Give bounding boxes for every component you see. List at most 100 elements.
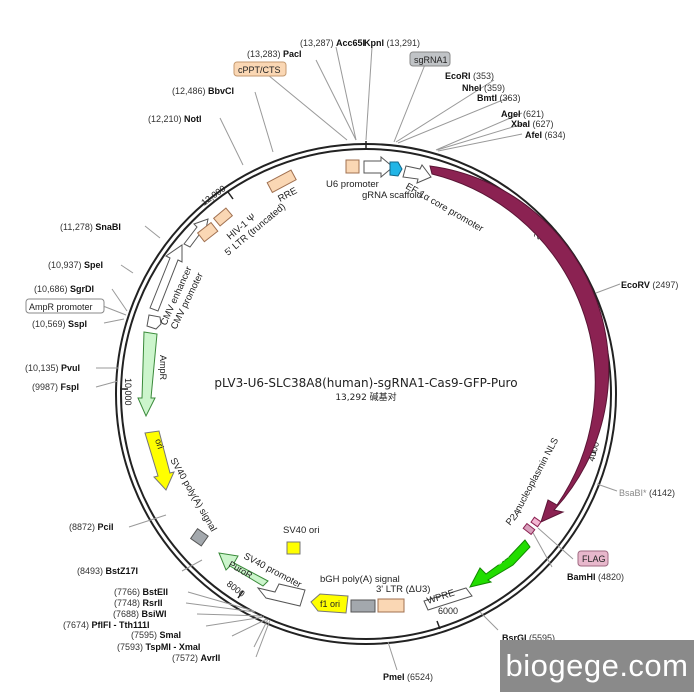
site-name-pflfi: PflFI - Tth111I <box>92 620 150 630</box>
site-label-pflfi: (7674) PflFI - Tth111I <box>63 620 150 630</box>
grna-scaffold-arrow <box>389 161 403 177</box>
site-position-bstz17i: (8493) <box>77 566 106 576</box>
ampr-arrow <box>137 331 158 418</box>
site-position-smai: (7595) <box>131 630 160 640</box>
f1-ori-arrow <box>310 593 349 614</box>
site-position-snabi: (11,278) <box>60 222 95 232</box>
site-name-bsteii: BstEII <box>143 587 169 597</box>
site-position-tspmi: (7593) <box>117 642 146 652</box>
site-label-agei: AgeI (621) <box>501 109 544 119</box>
site-label-paci: (13,283) PacI <box>247 49 302 59</box>
site-label-pvui: (10,135) PvuI <box>25 363 80 373</box>
site-position-bamhi: (4820) <box>596 572 625 582</box>
nls-label: nucleoplasmin NLS <box>513 436 561 513</box>
site-position-fspi: (9987) <box>32 382 61 392</box>
bgh-box <box>350 599 376 613</box>
site-label-bsiwi: (7688) BsiWI <box>113 609 167 619</box>
site-position-nhei: (359) <box>482 83 506 93</box>
site-label-rsrii: (7748) RsrII <box>114 598 163 608</box>
site-name-bmti: BmtI <box>477 93 497 103</box>
site-position-bsteii: (7766) <box>114 587 143 597</box>
ampr-promoter-tag <box>25 298 105 314</box>
site-name-rsrii: RsrII <box>143 598 163 608</box>
site-position-paci: (13,283) <box>247 49 283 59</box>
site-name-acc65i: Acc65I <box>336 38 365 48</box>
site-label-acc65i: (13,287) Acc65I <box>300 38 365 48</box>
site-label-avrii: (7572) AvrII <box>172 653 220 663</box>
cmv-enhancer-arrow <box>149 244 183 312</box>
site-name-afei: AfeI <box>525 130 542 140</box>
site-label-pmei: PmeI (6524) <box>383 672 433 682</box>
grna-label: gRNA scaffold <box>362 190 422 201</box>
site-label-bsrgi: BsrGI (5595) <box>502 633 555 643</box>
site-label-bbvci: (12,486) BbvCI <box>172 86 234 96</box>
site-name-pcii: PciI <box>98 522 114 532</box>
site-label-noti: (12,210) NotI <box>148 114 202 124</box>
flag-tag-text: FLAG <box>582 554 606 564</box>
site-position-noti: (12,210) <box>148 114 184 124</box>
site-label-bsabi: BsaBI* (4142) <box>619 488 675 498</box>
site-name-ecorv: EcoRV <box>621 280 650 290</box>
site-name-fspi: FspI <box>61 382 80 392</box>
sgrna1-tag <box>409 51 451 67</box>
cas9-arrow <box>429 165 610 523</box>
site-position-kpni: (13,291) <box>384 38 420 48</box>
plasmid-size: 13,292 碱基对 <box>335 391 396 403</box>
site-position-acc65i: (13,287) <box>300 38 336 48</box>
site-name-bsiwi: BsiWI <box>142 609 167 619</box>
site-position-ecorv: (2497) <box>650 280 679 290</box>
site-position-pvui: (10,135) <box>25 363 61 373</box>
site-label-nhei: NheI (359) <box>462 83 505 93</box>
site-label-spei: (10,937) SpeI <box>48 260 103 270</box>
leader-lines <box>95 46 621 671</box>
cppt-box <box>345 159 360 174</box>
ltr5-box <box>196 221 219 243</box>
wpre-arrow <box>423 587 473 611</box>
site-name-bstz17i: BstZ17I <box>106 566 139 576</box>
site-position-bsrgi: (5595) <box>527 633 556 643</box>
site-name-sspi: SspI <box>68 319 87 329</box>
site-position-afei: (634) <box>542 130 566 140</box>
flag-tag <box>577 550 609 567</box>
site-label-ecori: EcoRI (353) <box>445 71 494 81</box>
sv40polya-label: SV40 poly(A) signal <box>167 456 218 534</box>
site-name-noti: NotI <box>184 114 202 124</box>
bgh-label: bGH poly(A) signal <box>320 574 400 585</box>
watermark: biogege.com <box>500 640 694 692</box>
sgrna1-tag-text: sgRNA1 <box>414 55 448 65</box>
ltr3-label: 3' LTR (ΔU3) <box>376 584 430 595</box>
site-name-pvui: PvuI <box>61 363 80 373</box>
ampr-label: AmpR <box>158 355 168 381</box>
site-name-snabi: SnaBI <box>95 222 121 232</box>
site-label-sgrdi: (10,686) SgrDI <box>34 284 94 294</box>
u6-promoter-arrow <box>363 155 394 179</box>
u6-label: U6 promoter <box>326 179 379 190</box>
site-label-snabi: (11,278) SnaBI <box>60 222 121 232</box>
nls-box <box>530 516 542 528</box>
site-name-bsabi: BsaBI* <box>619 488 647 498</box>
site-position-pcii: (8872) <box>69 522 98 532</box>
site-position-rsrii: (7748) <box>114 598 143 608</box>
cas9-label: Cas9 <box>563 308 579 334</box>
site-position-avrii: (7572) <box>172 653 201 663</box>
site-name-avrii: AvrII <box>201 653 221 663</box>
site-name-bbvci: BbvCI <box>208 86 234 96</box>
gfp-arrow <box>469 539 531 588</box>
site-name-bsrgi: BsrGI <box>502 633 527 643</box>
site-name-pmei: PmeI <box>383 672 405 682</box>
sv40-polya-box <box>189 527 209 547</box>
cppt-tag <box>233 61 287 77</box>
ampr-promoter-arrow <box>146 314 162 330</box>
site-position-bmti: (363) <box>497 93 521 103</box>
site-name-bamhi: BamHI <box>567 572 596 582</box>
site-label-sspi: (10,569) SspI <box>32 319 87 329</box>
site-position-agei: (621) <box>521 109 545 119</box>
site-label-bmti: BmtI (363) <box>477 93 521 103</box>
ef1a-arrow <box>402 164 432 184</box>
site-position-pflfi: (7674) <box>63 620 92 630</box>
sv40-promoter-arrow <box>256 583 306 607</box>
f1-ori-label: f1 ori <box>320 599 340 609</box>
tick-10000: 10,000 <box>123 378 133 406</box>
sv40ori-label: SV40 ori <box>283 525 319 536</box>
